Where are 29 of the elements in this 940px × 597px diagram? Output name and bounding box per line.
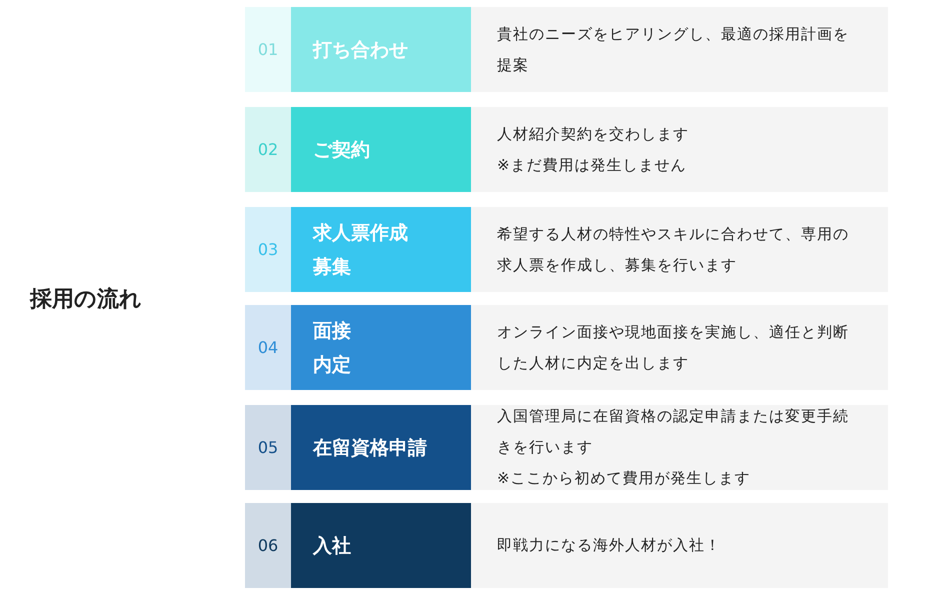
step-number: 03 — [245, 207, 291, 292]
description-text: 人材紹介契約を交わします — [497, 124, 690, 144]
description-box — [471, 503, 888, 588]
description-text: 入国管理局に在留資格の認定申請または変更手続きを行います — [497, 406, 850, 458]
step-number: 05 — [245, 405, 291, 490]
description-text: 貴社のニーズをヒアリングし、最適の採用計画を提案 — [497, 24, 850, 76]
description-text: 即戦力になる海外人材が入社！ — [497, 535, 722, 556]
step-title: 募集 — [313, 254, 352, 280]
description-text: ※ここから初めて費用が発生します — [497, 468, 752, 489]
heading: 採用の流れ — [30, 286, 142, 314]
step-title: 入社 — [313, 534, 352, 558]
step-title: 打ち合わせ — [313, 38, 409, 62]
step-title: 求人票作成 — [313, 220, 409, 246]
step-title: 内定 — [313, 352, 352, 378]
description-box — [471, 405, 888, 490]
description-box — [471, 207, 888, 292]
description-text: 希望する人材の特性やスキルに合わせて、専用の求人票を作成し、募集を行います — [497, 224, 850, 276]
step-number: 06 — [245, 503, 291, 588]
description-text: ※まだ費用は発生しません — [497, 154, 688, 176]
description-box — [471, 305, 888, 390]
step-title: 在留資格申請 — [313, 436, 428, 460]
step-number: 04 — [245, 305, 291, 390]
step-title: 面接 — [313, 318, 352, 344]
description-text: オンライン面接や現地面接を実施し、適任と判断した人材に内定を出します — [497, 322, 850, 374]
step-number: 01 — [245, 7, 291, 92]
description-box — [471, 107, 888, 192]
description-box — [471, 7, 888, 92]
step-title: ご契約 — [313, 138, 371, 162]
step-number: 02 — [245, 107, 291, 192]
